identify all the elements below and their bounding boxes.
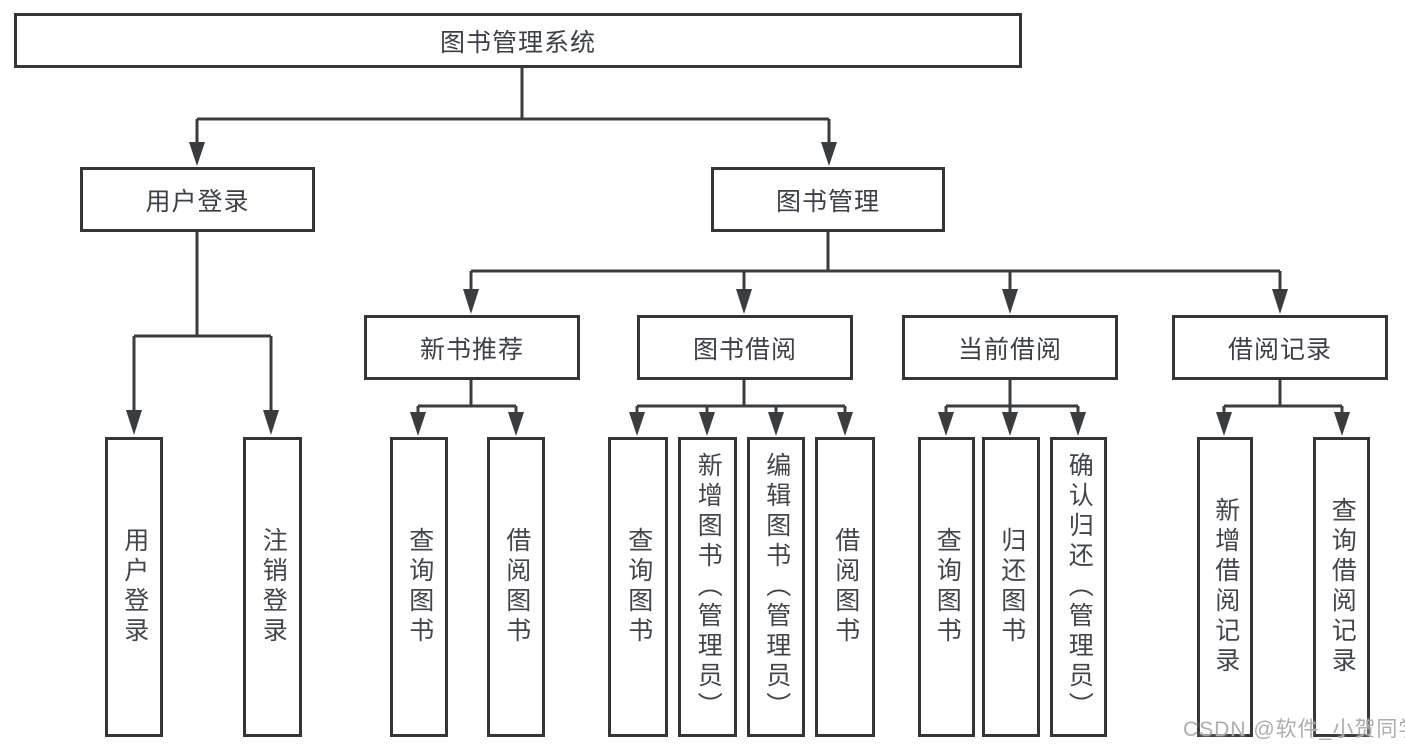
node-user-login: 用户登录 bbox=[80, 167, 315, 232]
leaf-logout-label: 注销登录 bbox=[259, 527, 288, 647]
node-book-borrowing-label: 图书借阅 bbox=[692, 335, 797, 364]
leaf-query-books-current: 查询图书 bbox=[918, 437, 975, 737]
leaf-query-books-recommend: 查询图书 bbox=[390, 437, 448, 737]
leaf-query-borrow-record-label: 查询借阅记录 bbox=[1328, 497, 1357, 677]
root-node: 图书管理系统 bbox=[14, 13, 1022, 68]
leaf-borrow-books-recommend-label: 借阅图书 bbox=[502, 527, 531, 647]
watermark: CSDN @软件_小贺同学 bbox=[1183, 718, 1405, 741]
node-borrowing-records-label: 借阅记录 bbox=[1227, 335, 1332, 364]
leaf-query-borrow-record: 查询借阅记录 bbox=[1313, 437, 1370, 737]
leaf-borrow-books: 借阅图书 bbox=[815, 437, 875, 737]
leaf-confirm-return-admin: 确认归还（管理员） bbox=[1050, 437, 1107, 737]
node-book-management-label: 图书管理 bbox=[775, 187, 880, 216]
leaf-add-borrow-record: 新增借阅记录 bbox=[1197, 437, 1253, 737]
leaf-edit-books-admin: 编辑图书（管理员） bbox=[747, 437, 805, 737]
leaf-borrow-books-label: 借阅图书 bbox=[831, 527, 860, 647]
leaf-user-login: 用户登录 bbox=[105, 437, 163, 737]
root-node-label: 图书管理系统 bbox=[439, 28, 596, 57]
leaf-query-books-borrow-label: 查询图书 bbox=[624, 527, 653, 647]
leaf-query-books-borrow: 查询图书 bbox=[608, 437, 668, 737]
leaf-return-books: 归还图书 bbox=[982, 437, 1040, 737]
leaf-query-books-current-label: 查询图书 bbox=[933, 527, 962, 647]
leaf-borrow-books-recommend: 借阅图书 bbox=[487, 437, 545, 737]
leaf-edit-books-admin-label: 编辑图书（管理员） bbox=[762, 452, 791, 722]
arrowhead-icons bbox=[126, 142, 1350, 436]
node-current-borrowing-label: 当前借阅 bbox=[957, 335, 1062, 364]
node-new-book-recommendation: 新书推荐 bbox=[364, 315, 580, 380]
leaf-add-books-admin: 新增图书（管理员） bbox=[678, 437, 737, 737]
node-book-management: 图书管理 bbox=[711, 167, 945, 232]
node-new-book-recommendation-label: 新书推荐 bbox=[419, 335, 524, 364]
node-user-login-label: 用户登录 bbox=[145, 187, 250, 216]
node-borrowing-records: 借阅记录 bbox=[1172, 315, 1388, 380]
leaf-confirm-return-admin-label: 确认归还（管理员） bbox=[1065, 452, 1094, 722]
leaf-user-login-label: 用户登录 bbox=[120, 527, 149, 647]
node-current-borrowing: 当前借阅 bbox=[902, 315, 1118, 380]
leaf-logout: 注销登录 bbox=[243, 437, 302, 737]
leaf-return-books-label: 归还图书 bbox=[997, 527, 1026, 647]
leaf-query-books-recommend-label: 查询图书 bbox=[405, 527, 434, 647]
leaf-add-books-admin-label: 新增图书（管理员） bbox=[694, 452, 723, 722]
node-book-borrowing: 图书借阅 bbox=[637, 315, 853, 380]
leaf-add-borrow-record-label: 新增借阅记录 bbox=[1211, 497, 1240, 677]
